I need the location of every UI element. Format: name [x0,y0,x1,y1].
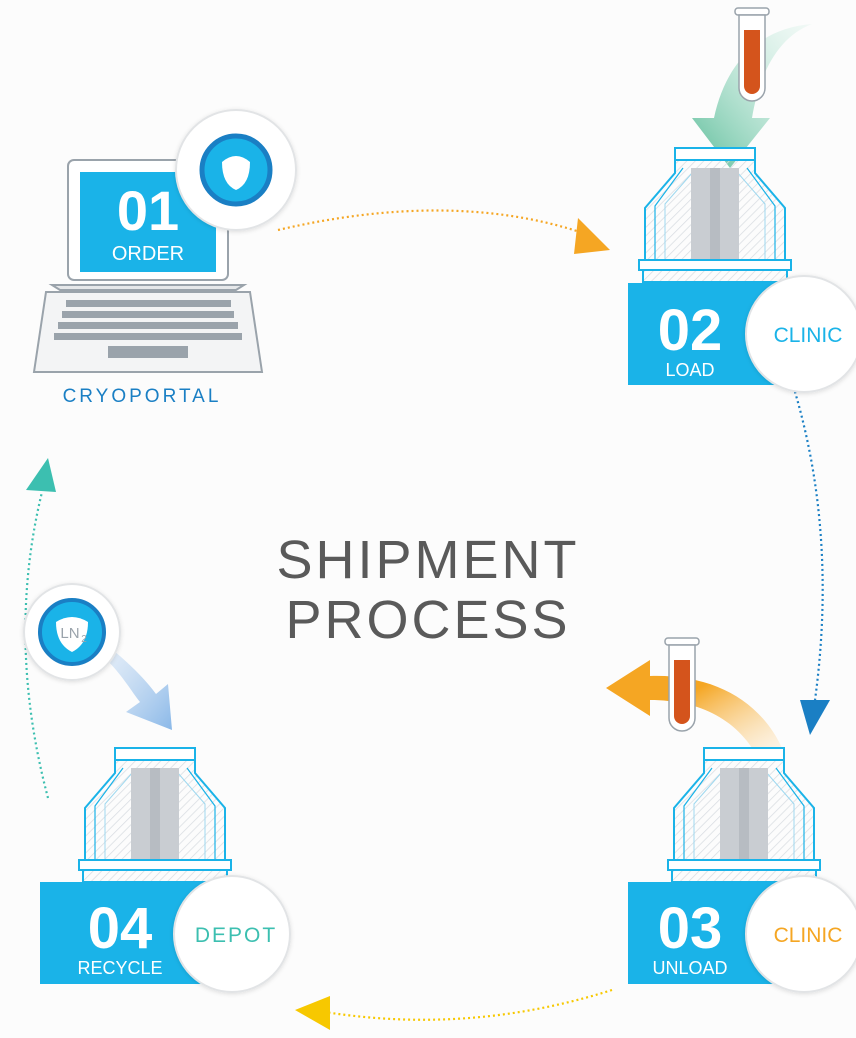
sample-vial-icon [664,637,700,732]
step-04-badge [173,875,291,993]
title-line-2: PROCESS [285,590,570,650]
step-04-label: RECYCLE [77,958,162,978]
arrow-load-to-unload [790,381,824,701]
dewar-shipper-icon [638,147,792,283]
step-02-load: 02 LOAD CLINIC [628,7,856,393]
step-03-badge-text: CLINIC [774,924,843,947]
diagram-title: SHIPMENT PROCESS [276,530,579,650]
step-03-unload: 03 UNLOAD CLINIC [606,637,856,993]
dewar-shipper-icon [667,747,821,883]
laptop-icon [32,159,264,373]
blue-recycle-arrow [96,636,172,730]
step-02-badge [745,275,856,393]
arrowhead-unload-to-recycle [295,996,330,1030]
step-04-recycle: LN 2 04 RECYCLE DEPOT [23,583,291,993]
cryoportal-logo-icon [175,109,297,231]
step-02-badge-text: CLINIC [774,324,843,347]
arrowhead-order-to-load [574,218,610,254]
arrow-recycle-to-order [24,491,50,799]
flow-arrows [24,209,830,1030]
step-04-number: 04 [88,896,153,961]
title-line-1: SHIPMENT [276,530,579,590]
orange-unload-arrow [606,660,782,762]
arrowhead-recycle-to-order [26,458,56,492]
liquid-nitrogen-drop-icon: LN 2 [23,583,121,681]
arrow-order-to-load [277,209,581,234]
step-03-badge [745,875,856,993]
step-01-label: ORDER [112,243,184,265]
step-02-label: LOAD [665,360,714,380]
arrow-unload-to-recycle [324,988,613,1021]
ln2-subscript: 2 [81,634,87,645]
step-04-badge-text: DEPOT [195,924,277,947]
ln2-text: LN [60,625,79,642]
step-03-number: 03 [658,896,723,961]
step-01-order: 01 ORDER CRYOPORTAL [32,109,297,407]
step-02-number: 02 [658,298,723,363]
step-03-label: UNLOAD [652,958,727,978]
step-01-number: 01 [117,179,179,242]
arrowhead-load-to-unload [800,700,830,735]
step-01-caption: CRYOPORTAL [63,386,222,407]
sample-vial-icon [734,7,770,102]
dewar-shipper-icon [78,747,232,883]
